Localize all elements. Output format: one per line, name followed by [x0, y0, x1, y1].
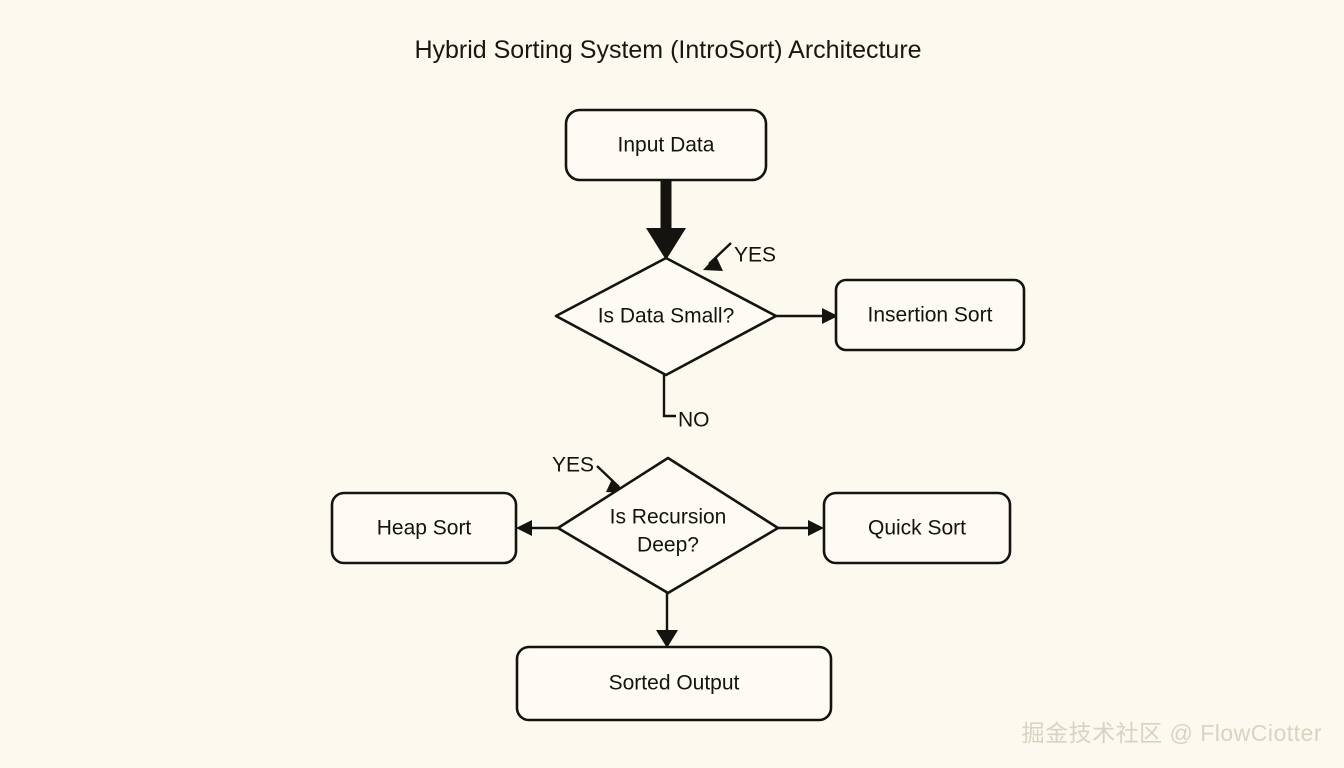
edge-label-yes-is-data-small: YES — [703, 242, 776, 271]
arrowhead-icon — [822, 308, 838, 324]
node-shape-diamond — [554, 256, 778, 377]
edge-line — [662, 375, 676, 418]
arrowhead-icon — [646, 228, 686, 260]
node-label: Sorted Output — [609, 672, 740, 695]
page-title: Hybrid Sorting System (IntroSort) Archit… — [414, 36, 921, 64]
edge-is-recursion-deep-to-heap-sort — [516, 520, 558, 536]
node-label: Insertion Sort — [868, 304, 993, 327]
node-label-line-2: Deep? — [637, 534, 699, 557]
edge-is-data-small-to-is-recursion-deep: NO — [662, 375, 710, 432]
node-label: Quick Sort — [868, 517, 966, 540]
edge-is-recursion-deep-to-sorted-output — [656, 593, 678, 648]
arrowhead-icon — [703, 256, 723, 271]
node-shape-rounded-rect — [515, 645, 833, 722]
node-label: Is Data Small? — [598, 305, 735, 328]
node-sorted-output[interactable]: Sorted Output — [515, 645, 833, 722]
node-shape-rounded-rect — [822, 491, 1012, 565]
node-shape-rounded-rect — [564, 108, 768, 182]
edge-label-yes: YES — [734, 244, 776, 267]
node-label-line-1: Is Recursion — [610, 506, 727, 529]
node-insertion-sort[interactable]: Insertion Sort — [834, 278, 1026, 352]
node-shape-diamond — [556, 456, 780, 595]
edge-label-yes-is-recursion-deep: YES — [552, 454, 626, 493]
watermark-text: 掘金技术社区 @ FlowCiotter — [1022, 720, 1322, 746]
arrowhead-icon — [808, 520, 824, 536]
node-input-data[interactable]: Input Data — [564, 108, 768, 182]
arrowhead-icon — [516, 520, 532, 536]
node-label: Heap Sort — [377, 517, 472, 540]
edge-input-to-is-data-small — [646, 180, 686, 260]
node-label: Input Data — [618, 134, 715, 157]
arrowhead-icon — [656, 630, 678, 648]
node-is-recursion-deep[interactable]: Is Recursion Deep? — [556, 456, 780, 595]
node-quick-sort[interactable]: Quick Sort — [822, 491, 1012, 565]
edge-is-recursion-deep-to-quick-sort — [778, 520, 824, 536]
node-is-data-small[interactable]: Is Data Small? — [554, 256, 778, 377]
node-shape-rounded-rect — [834, 278, 1026, 352]
node-shape-rounded-rect — [330, 491, 518, 565]
edge-label-yes: YES — [552, 454, 594, 477]
edge-is-data-small-to-insertion-sort — [776, 308, 838, 324]
edge-label-no: NO — [678, 409, 710, 432]
node-heap-sort[interactable]: Heap Sort — [330, 491, 518, 565]
